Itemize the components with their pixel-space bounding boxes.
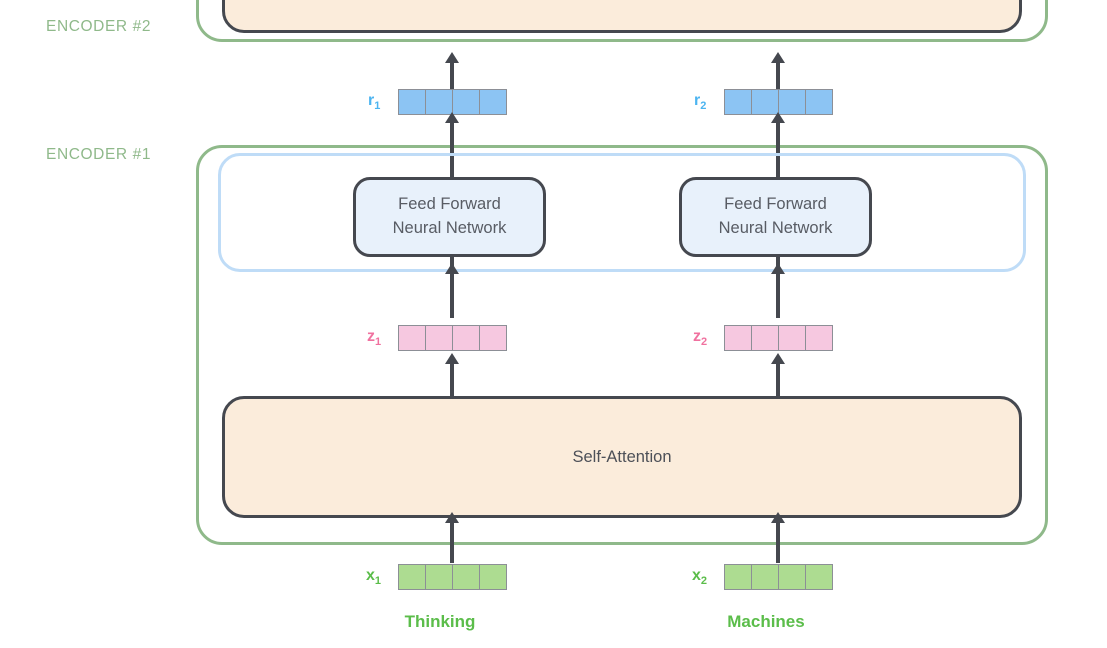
vector-cell [724,564,752,590]
arrow-z2-to-ffn2 [776,272,780,318]
encoder-2-frame [196,0,1048,42]
vector-label-r2: r2 [694,92,707,113]
vector-r2 [724,89,833,115]
self-attention-block-encoder-2 [222,0,1022,33]
ffn-line-1: Feed Forward [398,195,501,214]
vector-label-z2: z2 [693,328,708,349]
connector-ffn1-top [450,153,454,178]
vector-cell [398,325,426,351]
arrow-r2-to-encoder2 [776,61,780,89]
arrow-z1-to-ffn1 [450,272,454,318]
vector-cell [479,325,507,351]
feed-forward-block-1: Feed Forward Neural Network [353,177,546,257]
arrow-x2-to-selfattention [776,521,780,563]
vector-cell [751,564,779,590]
vector-label-x1: x1 [366,567,382,588]
ffn-line-2: Neural Network [718,219,833,237]
feed-forward-block-2: Feed Forward Neural Network [679,177,872,257]
vector-label-z1: z1 [367,328,382,349]
feed-forward-layer-container [218,153,1026,272]
connector-ffn2-top [776,153,780,178]
self-attention-block-encoder-1: Self-Attention [222,396,1022,518]
arrow-ffn1-to-r1 [450,121,454,153]
vector-x1 [398,564,507,590]
arrow-x1-to-selfattention [450,521,454,563]
vector-z1 [398,325,507,351]
input-word-label-2: Machines [727,612,805,631]
vector-cell [778,564,806,590]
vector-label-x2: x2 [692,567,708,588]
encoder-1-label: ENCODER #1 [46,146,152,163]
arrow-selfattention-to-z2 [776,362,780,397]
encoder-1-frame [196,145,1048,545]
vector-cell [724,325,752,351]
ffn-line-1: Feed Forward [724,195,827,214]
vector-cell [805,325,833,351]
arrow-ffn2-to-r2 [776,121,780,153]
vector-cell [751,325,779,351]
vector-r1 [398,89,507,115]
vector-cell [479,564,507,590]
vector-z2 [724,325,833,351]
vector-cell [452,325,480,351]
self-attention-label: Self-Attention [572,447,672,466]
input-word-label-1: Thinking [404,612,476,631]
vector-cell [452,89,480,115]
vector-cell [805,564,833,590]
vector-label-r1: r1 [368,92,381,113]
ffn-line-2: Neural Network [392,219,507,237]
arrow-selfattention-to-z1 [450,362,454,397]
vector-cell [778,325,806,351]
vector-cell [398,564,426,590]
vector-cell [425,564,453,590]
vector-x2 [724,564,833,590]
vector-cell [479,89,507,115]
vector-cell [425,325,453,351]
vector-cell [452,564,480,590]
vector-cell [805,89,833,115]
vector-cell [398,89,426,115]
arrow-r1-to-encoder2 [450,61,454,89]
encoder-2-label: ENCODER #2 [46,18,152,35]
vector-cell [724,89,752,115]
